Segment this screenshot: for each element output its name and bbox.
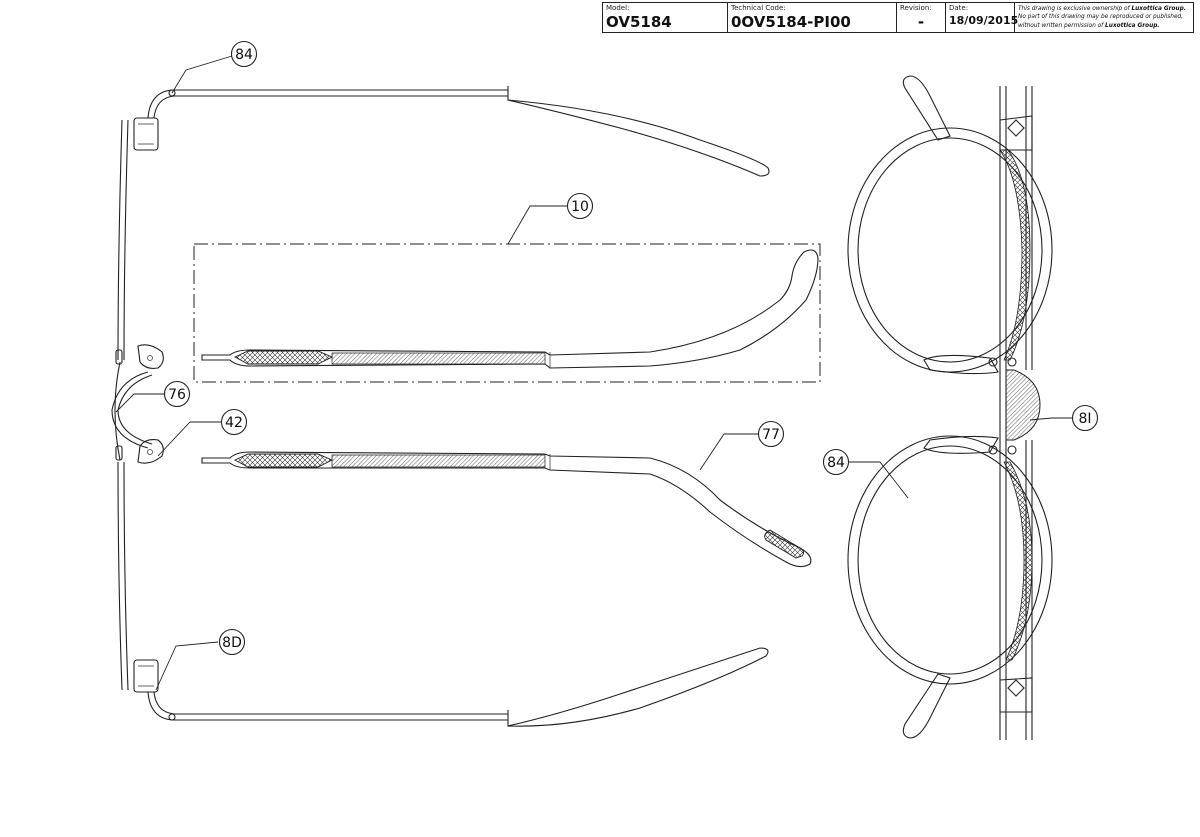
notice-brand: Luxottica Group. [1131, 5, 1186, 12]
leader-lines [115, 55, 1072, 691]
model-value: OV5184 [606, 13, 672, 31]
notice-brand-2: Luxottica Group. [1105, 22, 1160, 29]
technical-code-caption: Technical Code: [731, 4, 786, 12]
title-block: Model: OV5184 Technical Code: 0OV5184-PI… [602, 2, 1194, 33]
ownership-notice: This drawing is exclusive ownership of L… [1015, 3, 1193, 32]
callout-42: 42 [220, 408, 248, 436]
callout-10-text: 10 [571, 199, 589, 215]
callout-84-lens-text: 84 [827, 455, 845, 471]
technical-code-value: 0OV5184-PI00 [731, 13, 851, 31]
revision-value: - [917, 13, 925, 31]
temple-side-view-upper [201, 249, 819, 369]
detail-10-box [193, 243, 821, 383]
callout-8D-text: 8D [222, 635, 242, 651]
callout-8D: 8D [218, 628, 246, 656]
callout-77-text: 77 [762, 427, 780, 443]
date-value: 18/09/2015 [949, 14, 1019, 27]
callout-84-top-text: 84 [235, 47, 253, 63]
date-caption: Date: [949, 4, 969, 12]
callout-42-text: 42 [225, 415, 243, 431]
callout-76-text: 76 [168, 387, 186, 403]
top-view-frame [111, 86, 770, 727]
technical-code-cell: Technical Code: 0OV5184-PI00 [728, 3, 897, 32]
model-caption: Model: [606, 4, 630, 12]
callout-8I-text: 8I [1078, 411, 1091, 427]
callout-76: 76 [163, 380, 191, 408]
model-cell: Model: OV5184 [603, 3, 728, 32]
date-cell: Date: 18/09/2015 [946, 3, 1019, 32]
notice-line-3: without written permission of [1018, 22, 1104, 29]
front-view-frame [847, 75, 1053, 740]
revision-cell: Revision: - [897, 3, 946, 32]
callout-8I: 8I [1071, 404, 1099, 432]
notice-line-1: This drawing is exclusive ownership of [1018, 5, 1130, 12]
callout-10: 10 [566, 192, 594, 220]
callout-77: 77 [757, 420, 785, 448]
temple-side-view-lower [201, 451, 812, 568]
revision-caption: Revision: [900, 4, 932, 12]
callout-84-lens: 84 [822, 448, 850, 476]
callout-84-top: 84 [230, 40, 258, 68]
notice-line-2: No part of this drawing may be reproduce… [1018, 14, 1184, 21]
